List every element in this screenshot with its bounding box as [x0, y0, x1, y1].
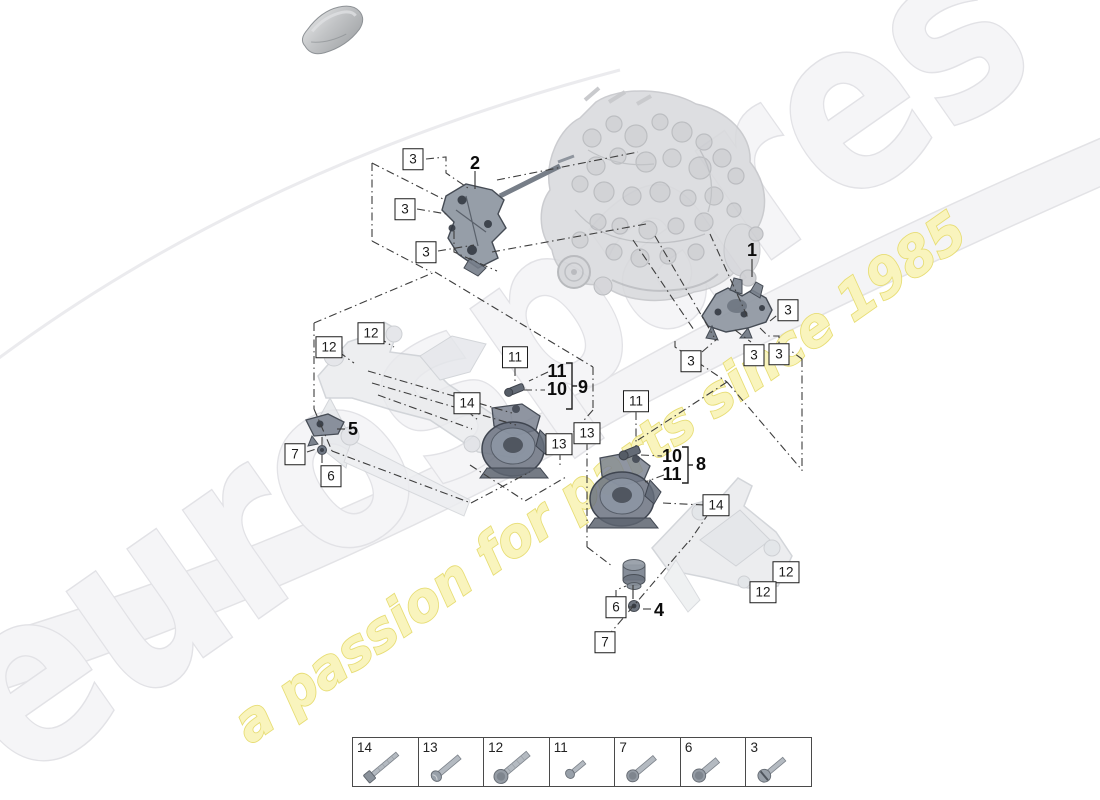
part-number-label[interactable]: 1: [746, 240, 758, 260]
bolt-part6-left: [317, 445, 327, 455]
callout-box[interactable]: 11: [501, 346, 529, 368]
part-number-label[interactable]: 10: [661, 446, 683, 466]
support-bracket-part5: [305, 413, 345, 447]
callout-box[interactable]: 13: [545, 433, 573, 455]
engine-mount-bracket-part1: [701, 277, 773, 341]
legend-number: 13: [422, 740, 438, 755]
leader-lines-dashed: [306, 151, 803, 638]
legend-cell-14[interactable]: 14: [353, 738, 418, 786]
callout-box[interactable]: 3: [680, 350, 702, 372]
legend-cell-3[interactable]: 3: [745, 738, 811, 786]
legend-cell-7[interactable]: 7: [614, 738, 680, 786]
callout-box[interactable]: 14: [702, 494, 730, 516]
legend-cell-11[interactable]: 11: [548, 738, 615, 786]
bushing-part4: [622, 559, 646, 590]
callout-box[interactable]: 6: [605, 596, 627, 618]
callout-box[interactable]: 12: [315, 336, 343, 358]
callout-box[interactable]: 7: [594, 631, 616, 653]
legend-number: 7: [619, 740, 627, 755]
bolt-icon: [430, 754, 462, 782]
engine-mount-left: [479, 403, 553, 479]
group-brackets: [566, 362, 693, 484]
engine-support-bracket-part2: [441, 154, 575, 277]
callout-box[interactable]: 3: [743, 344, 765, 366]
callout-box[interactable]: 12: [772, 561, 800, 583]
bolt-icon: [691, 757, 720, 783]
part-number-label[interactable]: 5: [347, 419, 359, 439]
legend-cell-13[interactable]: 13: [417, 738, 484, 786]
part-number-label[interactable]: 9: [577, 377, 589, 397]
engine-mount-right: [587, 451, 662, 529]
callout-box[interactable]: 12: [749, 581, 777, 603]
car-top-view-icon: [301, 5, 364, 55]
bolt-part10-left: [504, 383, 525, 397]
bolt-icon: [626, 755, 658, 783]
bolt-icon: [493, 750, 531, 784]
callout-box[interactable]: 13: [573, 422, 601, 444]
part-number-label[interactable]: 11: [547, 361, 567, 381]
bolt-part10-right: [618, 445, 641, 461]
legend-number: 12: [488, 740, 504, 755]
callout-box[interactable]: 3: [402, 148, 424, 170]
part-number-label[interactable]: 8: [695, 454, 707, 474]
rear-axle-ghost: [651, 477, 793, 613]
engine-ghost-illustration: [540, 86, 766, 302]
part-number-label[interactable]: 4: [653, 600, 665, 620]
callout-box[interactable]: 3: [777, 299, 799, 321]
part-number-label[interactable]: 11: [662, 464, 682, 484]
legend-number: 11: [553, 740, 568, 755]
bolt-icon: [757, 756, 787, 783]
bolt-icon: [564, 759, 587, 779]
legend-number: 14: [357, 740, 373, 755]
callout-box[interactable]: 6: [320, 465, 342, 487]
callout-box[interactable]: 3: [768, 343, 790, 365]
legend-cell-6[interactable]: 6: [679, 738, 746, 786]
part-number-label[interactable]: 10: [546, 379, 568, 399]
legend-number: 6: [684, 740, 693, 755]
callout-box[interactable]: 7: [284, 443, 306, 465]
callout-box[interactable]: 3: [415, 241, 437, 263]
fastener-legend: 14 13 12: [352, 737, 812, 787]
leader-lines-solid: [474, 171, 753, 599]
part-number-label[interactable]: 2: [469, 153, 481, 173]
legend-number: 3: [750, 740, 758, 755]
callout-box[interactable]: 11: [622, 390, 650, 412]
legend-cell-12[interactable]: 12: [483, 738, 549, 786]
callout-box[interactable]: 14: [453, 392, 481, 414]
bolt-icon: [363, 751, 400, 784]
callout-box[interactable]: 12: [357, 322, 385, 344]
callout-box[interactable]: 3: [394, 198, 416, 220]
